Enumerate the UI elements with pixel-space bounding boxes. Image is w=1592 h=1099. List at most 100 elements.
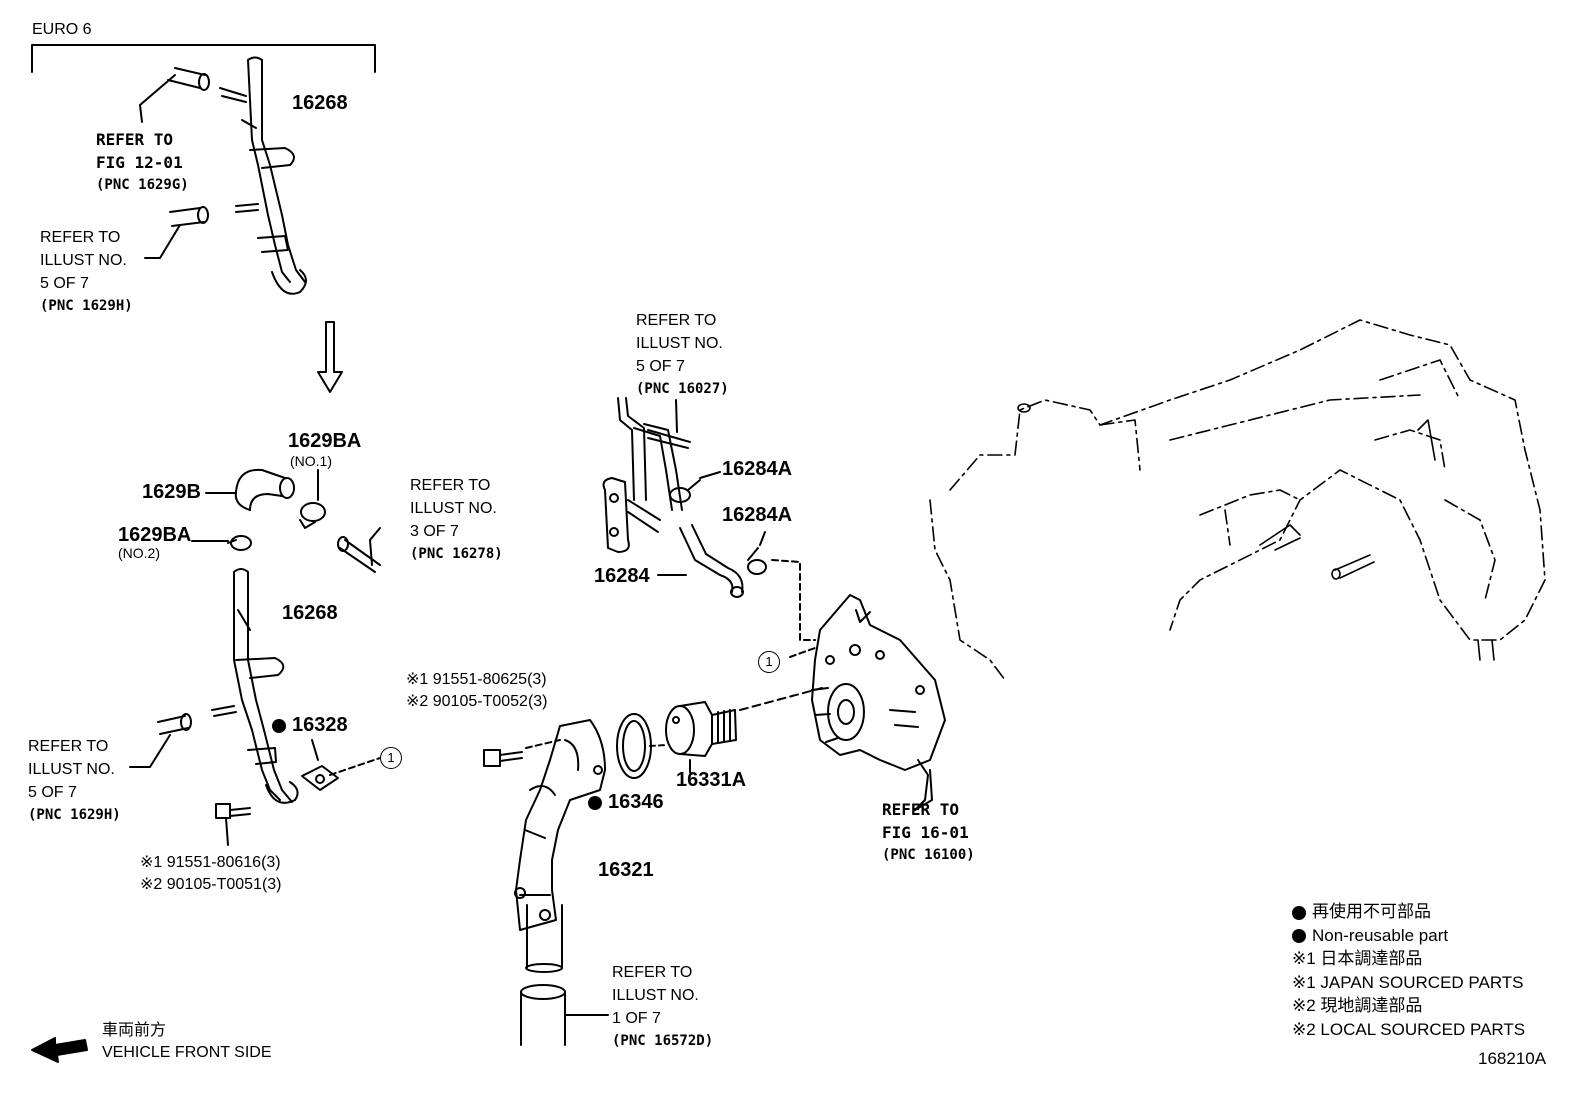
vehicle-front-label: 車両前方 VEHICLE FRONT SIDE — [102, 1020, 272, 1064]
legend-l3: ※1 日本調達部品 — [1292, 949, 1423, 968]
bolt-center — [483, 739, 561, 767]
ref-illust5-bottom-l3: 5 OF 7 — [28, 784, 77, 801]
part-16268-top: 16268 — [292, 92, 348, 114]
legend-dot-icon — [1292, 905, 1306, 920]
ref-illust5-mid-l1: REFER TO — [636, 312, 717, 329]
part-16346: 16346 — [588, 792, 664, 812]
ref-illust5-bottom: REFER TO ILLUST NO. 5 OF 7 (PNC 1629H) — [28, 735, 121, 827]
water-pipe-top — [219, 56, 307, 295]
part-16346-text: 16346 — [608, 791, 664, 813]
ref-circle-1-left: 1 — [380, 747, 402, 769]
ref-illust5-bottom-l2: ILLUST NO. — [28, 761, 115, 778]
hose-stub-fig12 — [139, 67, 210, 123]
bolt-center-l2: ※2 90105-T0052(3) — [406, 693, 548, 710]
water-inlet-16321 — [514, 719, 606, 973]
legend-l4: ※1 JAPAN SOURCED PARTS — [1292, 972, 1524, 992]
non-reusable-dot — [272, 718, 286, 733]
ref-illust5-mid-l3: 5 OF 7 — [636, 358, 685, 375]
pump-leader — [914, 769, 933, 811]
part-1629BA-no2-sub: (NO.2) — [118, 545, 160, 561]
vehicle-front-arrow — [31, 1037, 88, 1063]
pipe-stub-illust1 — [520, 984, 609, 1046]
legend-l1: 再使用不可部品 — [1312, 902, 1431, 921]
ref-illust1-pnc: (PNC 16572D) — [612, 1033, 714, 1049]
ref-illust1: REFER TO ILLUST NO. 1 OF 7 (PNC 16572D) — [612, 961, 713, 1053]
thermostat-16331A — [665, 701, 737, 773]
ref-illust5-mid: REFER TO ILLUST NO. 5 OF 7 (PNC 16027) — [636, 309, 729, 401]
ref-illust5-top-pnc: (PNC 1629H) — [40, 298, 133, 314]
part-1629BA-no2: 1629BA — [118, 524, 192, 546]
part-16284A-1: 16284A — [722, 458, 793, 480]
ref-fig12-l1: REFER TO — [96, 130, 174, 149]
o-ring-16346 — [616, 713, 652, 779]
clamp-16284A-1 — [669, 471, 721, 503]
hose-1629B — [205, 468, 295, 511]
part-1629BA-no1-sub: (NO.1) — [290, 453, 332, 469]
bolt-left-parts: ※1 91551-80616(3) ※2 90105-T0051(3) — [140, 852, 282, 896]
ref-illust5-mid-pnc: (PNC 16027) — [636, 381, 729, 397]
ref-illust5-top-l2: ILLUST NO. — [40, 252, 127, 269]
legend-l2: Non-reusable part — [1312, 925, 1449, 945]
ref-illust5-top: REFER TO ILLUST NO. 5 OF 7 (PNC 1629H) — [40, 226, 133, 318]
ref-illust3: REFER TO ILLUST NO. 3 OF 7 (PNC 16278) — [410, 474, 503, 566]
part-16328: 16328 — [272, 715, 348, 735]
ref-fig16: REFER TO FIG 16-01 (PNC 16100) — [882, 798, 975, 867]
euro6-bracket — [31, 44, 376, 73]
hose-stub-illust5-bottom — [129, 713, 192, 768]
ref-illust5-mid-l2: ILLUST NO. — [636, 335, 723, 352]
ref-fig12: REFER TO FIG 12-01 (PNC 1629G) — [96, 128, 189, 197]
ref-illust3-l3: 3 OF 7 — [410, 523, 459, 540]
dash-ring-thermo — [649, 744, 667, 747]
water-pump — [811, 594, 946, 811]
legend-dot-icon — [1292, 929, 1306, 944]
hose-16284 — [657, 524, 744, 598]
diagram-id: 168210A — [1478, 1049, 1547, 1068]
gasket-16328 — [301, 739, 381, 791]
dash-thermo-pump — [739, 687, 823, 711]
ref-fig16-l1: REFER TO — [882, 800, 960, 819]
legend-row-2: Non-reusable part — [1292, 924, 1525, 948]
clamp-1629BA-no2 — [191, 535, 252, 551]
hose-stub-illust3 — [337, 527, 381, 573]
ref-illust1-l2: ILLUST NO. — [612, 987, 699, 1004]
part-16284: 16284 — [594, 565, 650, 587]
part-16284A-2: 16284A — [722, 504, 793, 526]
ref-illust5-top-l1: REFER TO — [40, 229, 121, 246]
ref-illust3-l1: REFER TO — [410, 477, 491, 494]
part-16268-bottom: 16268 — [282, 602, 338, 624]
ref-illust3-l2: ILLUST NO. — [410, 500, 497, 517]
ref-illust3-pnc: (PNC 16278) — [410, 546, 503, 562]
bolt-left — [215, 803, 251, 846]
part-1629BA-no1: 1629BA — [288, 430, 362, 452]
ref-illust1-l1: REFER TO — [612, 964, 693, 981]
ref-illust5-top-l3: 5 OF 7 — [40, 275, 89, 292]
legend: 再使用不可部品 Non-reusable part ※1 日本調達部品 ※1 J… — [1292, 900, 1525, 1041]
legend-l6: ※2 LOCAL SOURCED PARTS — [1292, 1019, 1526, 1039]
hose-stub-illust5-top — [144, 206, 209, 259]
ref-illust5-bottom-pnc: (PNC 1629H) — [28, 807, 121, 823]
dash-ref1-pump — [789, 647, 816, 658]
bypass-pipe-flange — [602, 397, 691, 553]
ref-fig16-l2: FIG 16-01 — [882, 823, 969, 842]
ref-fig12-l2: FIG 12-01 — [96, 153, 183, 172]
bolt-center-l1: ※1 91551-80625(3) — [406, 671, 547, 688]
euro-label: EURO 6 — [32, 21, 92, 38]
legend-l5: ※2 現地調達部品 — [1292, 996, 1423, 1015]
part-16331A: 16331A — [676, 769, 747, 791]
vehicle-front-jp: 車両前方 — [102, 1022, 167, 1039]
part-1629B: 1629B — [142, 481, 201, 503]
engine-ports — [1017, 403, 1495, 661]
ref-illust1-l3: 1 OF 7 — [612, 1010, 661, 1027]
non-reusable-dot — [588, 795, 602, 810]
engine-outline — [929, 319, 1546, 681]
part-16328-text: 16328 — [292, 714, 348, 736]
ref-illust5-bottom-l1: REFER TO — [28, 738, 109, 755]
ref-circle-1-right: 1 — [758, 651, 780, 673]
clamp-1629BA-no1 — [299, 469, 326, 529]
bolt-center-parts: ※1 91551-80625(3) ※2 90105-T0052(3) — [406, 669, 548, 713]
vehicle-front-en: VEHICLE FRONT SIDE — [102, 1044, 272, 1061]
transition-arrow — [317, 321, 343, 393]
water-pipe-bottom — [211, 568, 299, 804]
